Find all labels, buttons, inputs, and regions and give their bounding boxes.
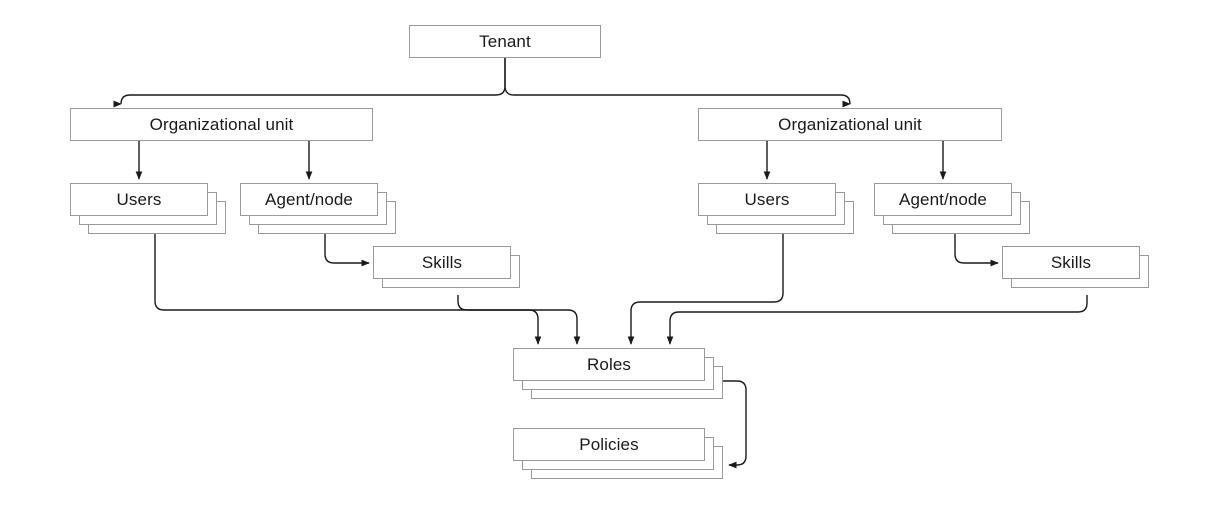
node-organizational-unit-left-label: Organizational unit [149,115,294,134]
node-tenant[interactable]: Tenant [409,25,601,58]
node-policies[interactable]: Policies [513,428,723,479]
node-users-left-label: Users [116,190,162,209]
node-users-right-face[interactable]: Users [698,183,836,216]
edge-tenant-to-ou-left [117,58,506,105]
node-tenant-face[interactable]: Tenant [409,25,601,58]
node-skills-left-label: Skills [421,253,463,272]
node-agent-node-right-label: Agent/node [899,190,987,209]
node-organizational-unit-right-label: Organizational unit [778,115,922,134]
node-agent-node-left[interactable]: Agent/node [240,183,396,234]
node-skills-left-face[interactable]: Skills [373,246,511,279]
node-users-right-label: Users [744,190,790,209]
edge-tenant-to-ou-right [504,58,854,105]
edge-agent-right-to-skills [954,232,999,267]
node-roles[interactable]: Roles [513,348,723,399]
node-skills-right-face[interactable]: Skills [1002,246,1140,279]
node-organizational-unit-right-face[interactable]: Organizational unit [698,108,1002,141]
node-skills-right[interactable]: Skills [1002,246,1149,288]
node-users-left[interactable]: Users [70,183,226,234]
node-agent-node-right-face[interactable]: Agent/node [874,183,1012,216]
edge-skills-right-to-roles [666,295,1088,345]
edge-roles-to-policies [721,380,747,469]
node-agent-node-right[interactable]: Agent/node [874,183,1030,234]
node-policies-label: Policies [579,435,639,454]
node-roles-label: Roles [587,355,631,374]
node-organizational-unit-right[interactable]: Organizational unit [698,108,1002,141]
node-users-left-face[interactable]: Users [70,183,208,216]
edge-agent-left-to-skills [324,232,370,267]
node-policies-face[interactable]: Policies [513,428,705,461]
node-tenant-label: Tenant [479,32,531,51]
node-skills-left[interactable]: Skills [373,246,520,288]
node-organizational-unit-left-face[interactable]: Organizational unit [70,108,373,141]
node-skills-right-label: Skills [1050,253,1092,272]
edge-skills-left-to-roles [457,295,581,345]
edge-users-right-to-roles [627,232,784,345]
node-organizational-unit-left[interactable]: Organizational unit [70,108,373,141]
node-roles-face[interactable]: Roles [513,348,705,381]
node-agent-node-left-label: Agent/node [265,190,353,209]
node-users-right[interactable]: Users [698,183,854,234]
node-agent-node-left-face[interactable]: Agent/node [240,183,378,216]
